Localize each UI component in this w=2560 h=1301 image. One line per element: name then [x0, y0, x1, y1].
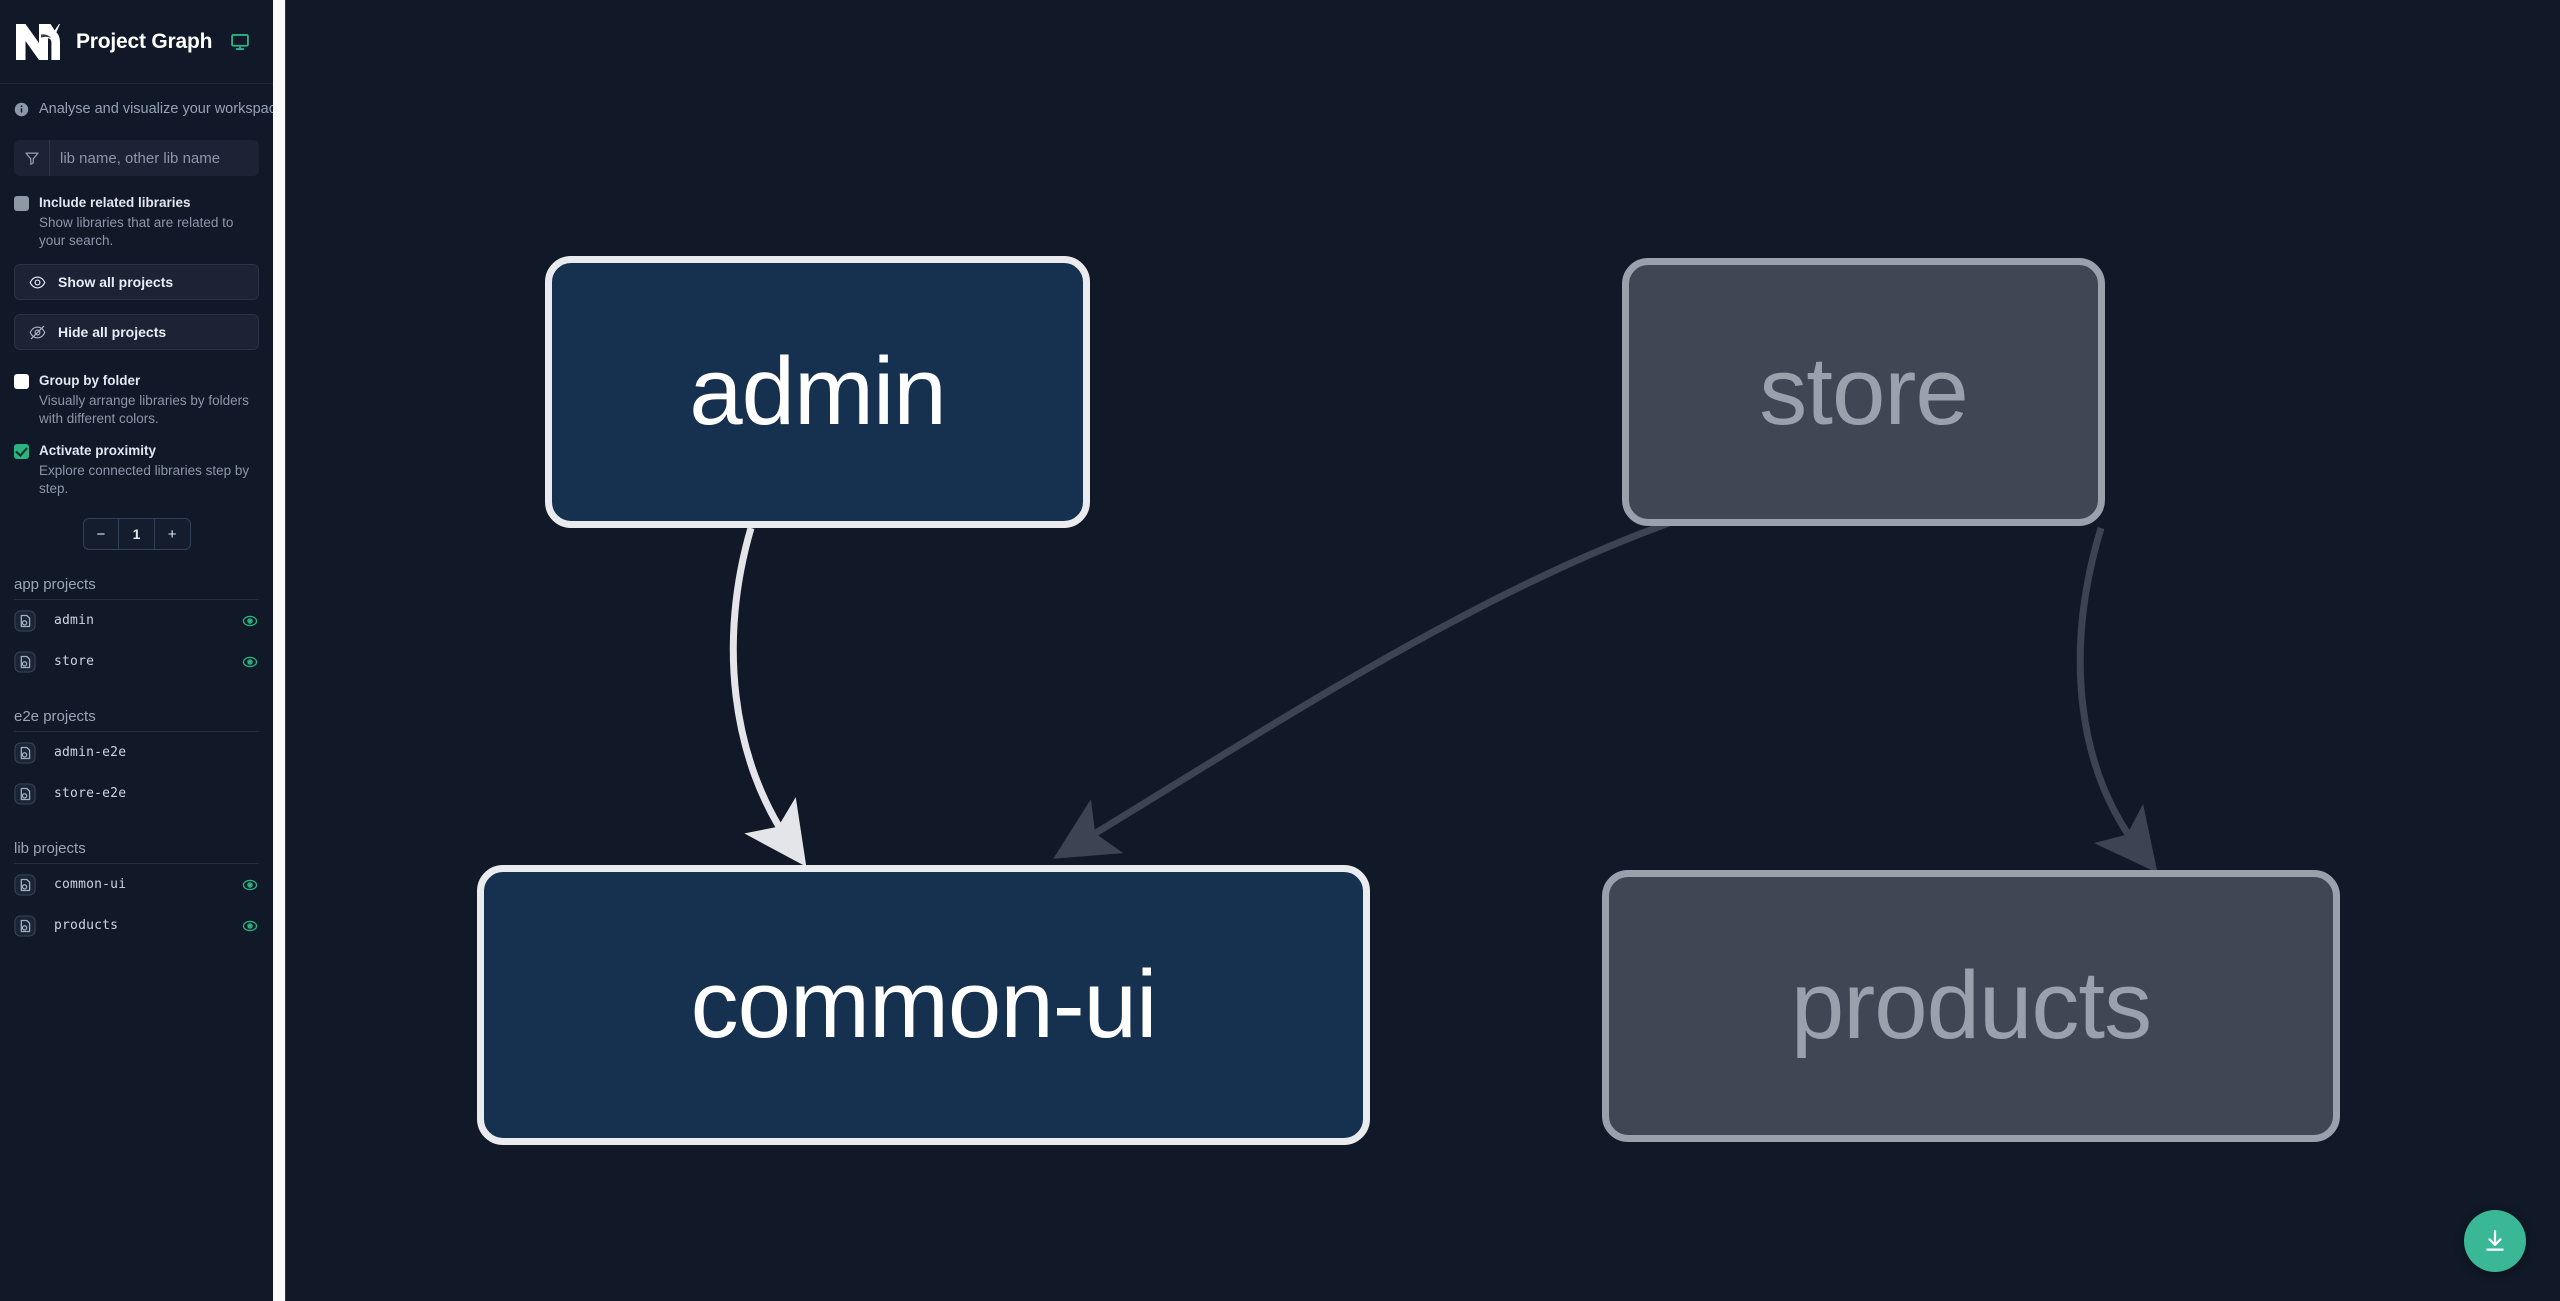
- edge-store-to-products: [2076, 526, 2158, 873]
- project-icon: [14, 914, 36, 937]
- tagline-text: Analyse and visualize your workspace.: [39, 101, 273, 117]
- project-name: store: [54, 654, 95, 669]
- eye-icon[interactable]: [241, 876, 259, 894]
- download-icon: [2482, 1228, 2508, 1254]
- activate-proximity-label: Activate proximity: [39, 443, 157, 458]
- eye-icon[interactable]: [241, 917, 259, 935]
- project-row-store-e2e[interactable]: store-e2e: [0, 773, 273, 814]
- hide-all-projects-label: Hide all projects: [58, 324, 167, 340]
- project-icon: [14, 741, 36, 764]
- search-input[interactable]: [50, 140, 259, 176]
- eye-icon[interactable]: [241, 612, 259, 630]
- monitor-icon[interactable]: [226, 32, 250, 52]
- option-group-by-folder[interactable]: Group by folder Visually arrange librari…: [0, 372, 273, 428]
- eye-off-icon: [29, 324, 46, 341]
- graph-node-common-ui[interactable]: common-ui: [477, 865, 1370, 1145]
- project-row-products[interactable]: products: [0, 905, 273, 946]
- include-related-checkbox[interactable]: [14, 196, 29, 211]
- tagline: Analyse and visualize your workspace.: [0, 84, 273, 117]
- proximity-stepper[interactable]: − 1 +: [82, 518, 191, 550]
- app-title: Project Graph: [76, 29, 213, 53]
- edge-admin-to-common-ui: [729, 527, 807, 867]
- node-label: products: [1790, 952, 2152, 1059]
- activate-proximity-desc: Explore connected libraries step by step…: [39, 463, 250, 496]
- project-name: store-e2e: [54, 786, 127, 801]
- project-name: admin: [54, 613, 95, 628]
- group-divider: [14, 599, 259, 600]
- project-name: products: [54, 918, 119, 933]
- node-label: store: [1759, 338, 1968, 445]
- option-activate-proximity[interactable]: Activate proximity Explore connected lib…: [0, 442, 273, 498]
- hide-all-projects-button[interactable]: Hide all projects: [14, 314, 259, 350]
- sidebar: Project Graph Analyse and visualize your…: [0, 0, 273, 1301]
- sidebar-resize-handle[interactable]: [273, 0, 286, 1301]
- group-title: lib projects: [14, 840, 86, 857]
- project-icon: [14, 873, 36, 896]
- graph-node-products[interactable]: products: [1602, 870, 2340, 1142]
- eye-icon[interactable]: [241, 653, 259, 671]
- project-name: common-ui: [54, 877, 127, 892]
- graph-canvas[interactable]: admin store common-ui products: [286, 0, 2560, 1301]
- project-icon: [14, 650, 36, 673]
- include-related-desc: Show libraries that are related to your …: [39, 215, 234, 248]
- group-by-folder-label: Group by folder: [39, 373, 141, 388]
- proximity-decrement-button[interactable]: −: [84, 519, 120, 549]
- project-name: admin-e2e: [54, 745, 127, 760]
- filter-funnel-icon: [14, 140, 50, 176]
- activate-proximity-checkbox[interactable]: [14, 444, 29, 459]
- node-label: common-ui: [690, 951, 1158, 1058]
- group-by-folder-desc: Visually arrange libraries by folders wi…: [39, 393, 249, 426]
- project-group-e2e: e2e projects admin-e2e: [0, 708, 273, 814]
- proximity-increment-button[interactable]: +: [167, 525, 177, 543]
- group-title: app projects: [14, 576, 96, 593]
- nx-logo-icon: [14, 20, 62, 64]
- info-icon: [14, 102, 29, 117]
- project-icon: [14, 609, 36, 632]
- proximity-value: 1: [119, 519, 155, 549]
- include-related-label: Include related libraries: [39, 195, 191, 210]
- group-divider: [14, 863, 259, 864]
- project-group-app: app projects admin: [0, 576, 273, 682]
- project-row-admin-e2e[interactable]: admin-e2e: [0, 732, 273, 773]
- graph-node-admin[interactable]: admin: [545, 256, 1090, 528]
- group-by-folder-checkbox[interactable]: [14, 374, 29, 389]
- show-all-projects-label: Show all projects: [58, 274, 174, 290]
- option-include-related[interactable]: Include related libraries Show libraries…: [0, 194, 273, 250]
- project-icon: [14, 782, 36, 805]
- graph-node-store[interactable]: store: [1622, 258, 2105, 526]
- edge-store-to-common-ui: [1053, 471, 1877, 859]
- group-title: e2e projects: [14, 708, 96, 725]
- eye-icon: [29, 274, 46, 291]
- download-graph-button[interactable]: [2464, 1210, 2526, 1272]
- project-group-lib: lib projects common-ui: [0, 840, 273, 946]
- node-label: admin: [689, 338, 946, 445]
- project-row-store[interactable]: store: [0, 641, 273, 682]
- group-divider: [14, 731, 259, 732]
- project-row-common-ui[interactable]: common-ui: [0, 864, 273, 905]
- search-box[interactable]: [14, 140, 259, 176]
- show-all-projects-button[interactable]: Show all projects: [14, 264, 259, 300]
- project-row-admin[interactable]: admin: [0, 600, 273, 641]
- sidebar-header: Project Graph: [0, 0, 273, 84]
